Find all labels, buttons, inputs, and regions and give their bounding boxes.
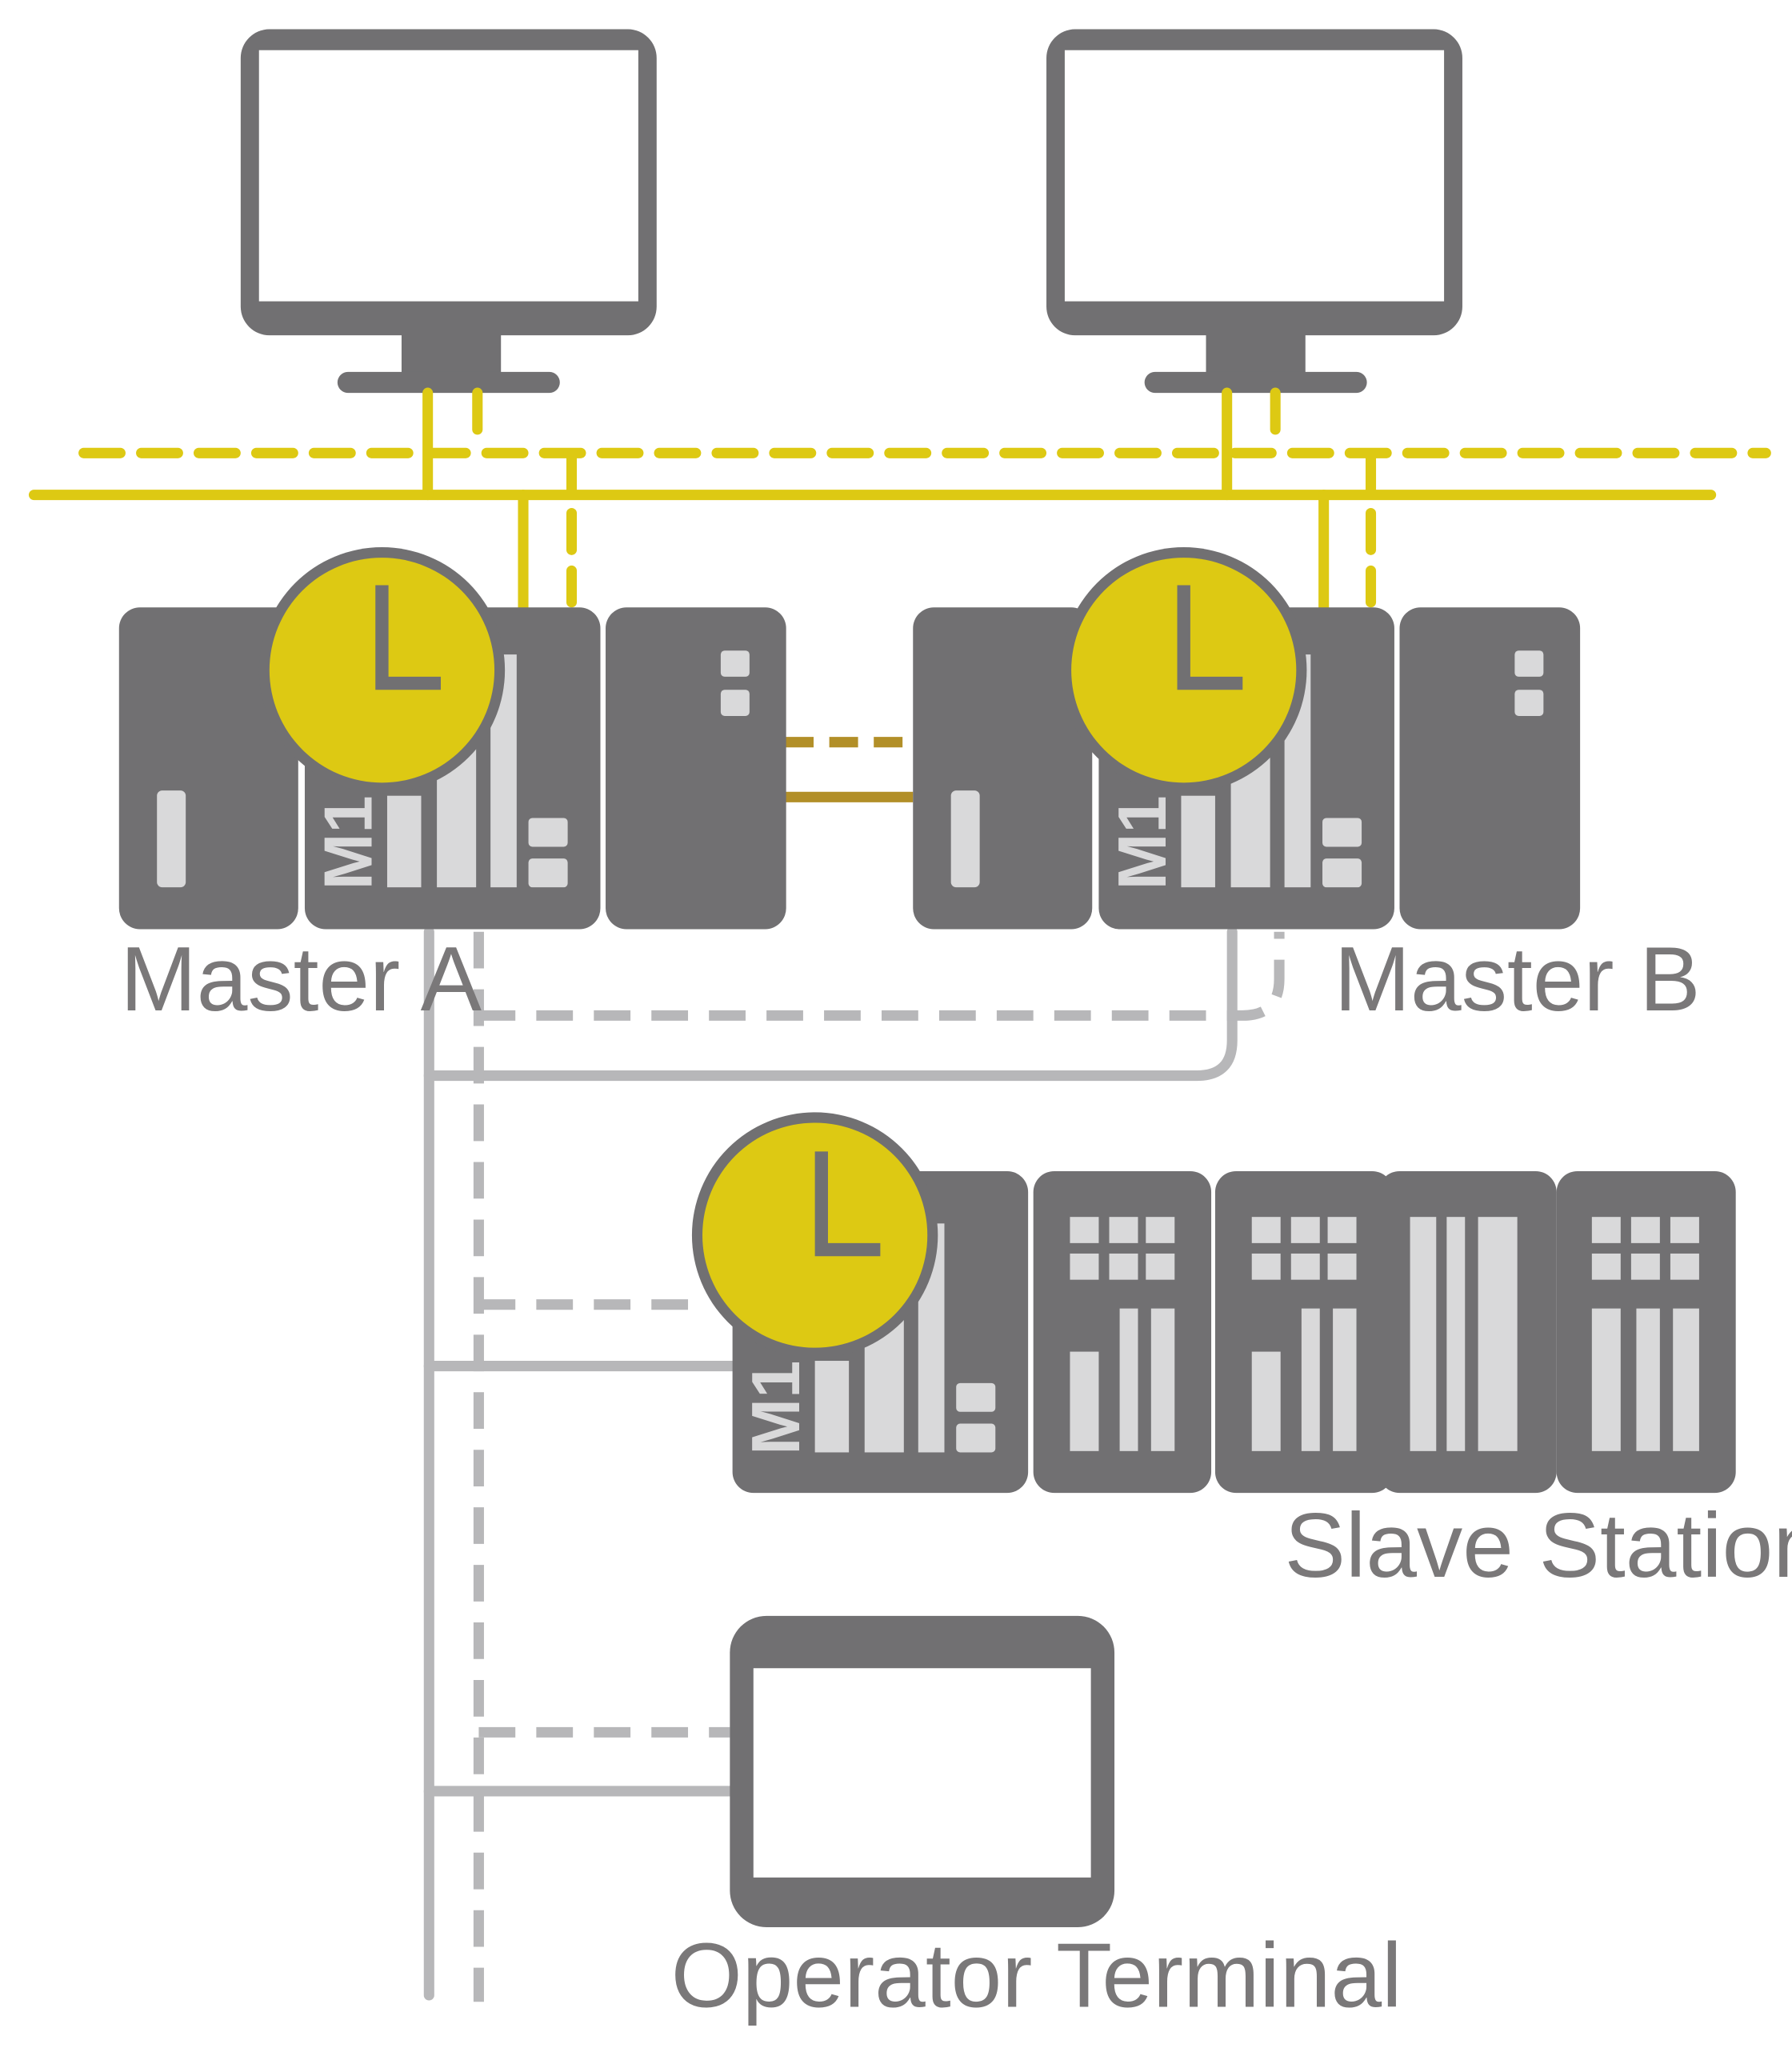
master-a-label: Master A — [120, 928, 482, 1030]
workstation-a — [240, 29, 657, 394]
control-bus — [28, 387, 1771, 621]
io-module-2 — [1214, 1170, 1394, 1494]
monitor-icon — [240, 29, 657, 394]
workstation-b — [1046, 29, 1462, 394]
clock-icon — [258, 547, 506, 794]
master-a-station: M1 Master A — [118, 547, 786, 1030]
operator-terminal: Operator Terminal — [671, 1615, 1402, 2027]
plc-rack-icon: M1 — [732, 1170, 1736, 1494]
slave-station-label: Slave Station — [1285, 1494, 1792, 1597]
io-module-4 — [1556, 1170, 1736, 1494]
control-bus-primary — [28, 387, 1717, 621]
field-bus-primary — [423, 926, 1238, 2001]
operator-panel-icon — [730, 1615, 1115, 1927]
operator-terminal-label: Operator Terminal — [671, 1925, 1402, 2027]
field-bus — [423, 926, 1285, 2002]
redundancy-link — [785, 737, 914, 802]
monitor-icon — [1046, 29, 1462, 394]
clock-icon — [691, 1112, 938, 1358]
cpu-badge-label: M1 — [738, 1361, 814, 1455]
cpu-badge-label: M1 — [1105, 795, 1181, 890]
control-bus-redundant — [78, 387, 1771, 608]
sync-module — [606, 607, 786, 930]
field-bus-redundant — [473, 931, 1285, 2002]
clock-icon — [1061, 547, 1307, 794]
io-module-1 — [1033, 1170, 1212, 1494]
cpu-badge-label: M1 — [310, 795, 386, 890]
slave-station: M1 — [691, 1112, 1792, 1597]
master-b-label: Master B — [1334, 928, 1701, 1030]
io-module-3 — [1378, 1170, 1557, 1494]
sync-module — [1399, 607, 1581, 930]
master-b-station: M1 Master B — [913, 547, 1701, 1030]
